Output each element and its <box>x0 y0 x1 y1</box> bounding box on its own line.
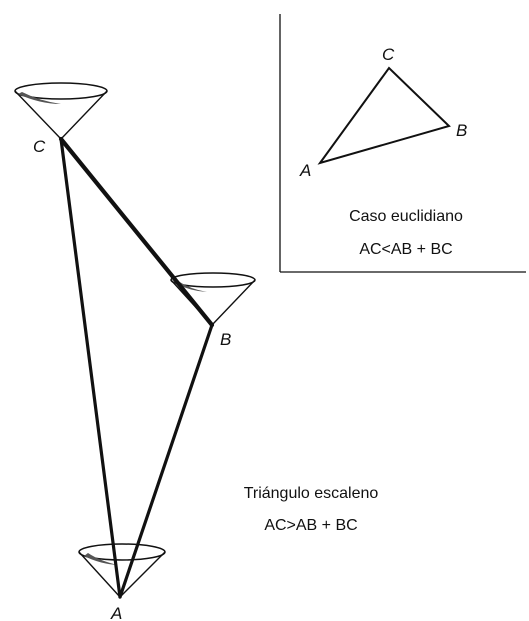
vertex-a-label: A <box>110 604 122 621</box>
main-triangle <box>61 139 212 597</box>
inset-vertex-c-label: C <box>382 45 395 64</box>
main-caption-relation: AC>AB + BC <box>264 517 357 534</box>
inset-triangle <box>320 68 449 163</box>
light-cone-b <box>171 273 255 325</box>
inset-caption-title: Caso euclidiano <box>349 208 463 225</box>
edge-cb <box>61 139 212 325</box>
edge-ca <box>61 139 120 597</box>
vertex-c-label: C <box>33 137 46 156</box>
edge-ba <box>120 325 212 597</box>
vertex-b-label: B <box>220 330 231 349</box>
inset-vertex-a-label: A <box>299 161 311 180</box>
inset-caption-relation: AC<AB + BC <box>359 241 452 258</box>
euclidean-inset: C B A Caso euclidiano AC<AB + BC <box>280 14 526 272</box>
main-caption-title: Triángulo escaleno <box>244 485 379 502</box>
light-cone-c <box>15 83 107 139</box>
inset-vertex-b-label: B <box>456 121 467 140</box>
